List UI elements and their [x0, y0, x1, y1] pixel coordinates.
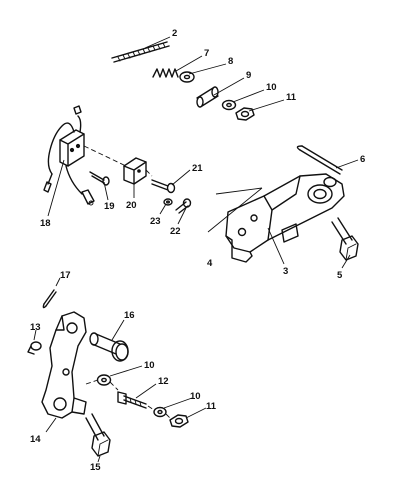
- lock-nut-11-top: [235, 107, 255, 121]
- callout-10-top: 10: [266, 82, 277, 93]
- screw-19: [89, 171, 110, 186]
- cotter-pin-17: [42, 289, 57, 309]
- callout-9: 9: [246, 70, 251, 81]
- callout-15: 15: [90, 462, 101, 473]
- callout-17: 17: [60, 270, 71, 281]
- spring: [152, 68, 179, 78]
- washer-10-lower: [153, 406, 167, 418]
- main-bracket: [225, 173, 345, 263]
- callout-3: 3: [283, 266, 288, 277]
- callout-6: 6: [360, 154, 365, 165]
- callout-19: 19: [104, 201, 115, 212]
- lock-nut-11-lower: [169, 414, 189, 428]
- switch-assembly: [43, 105, 95, 206]
- washer-10-middle: [96, 374, 112, 386]
- leader-lines: [33, 36, 359, 463]
- callout-16: 16: [124, 310, 135, 321]
- washer-8: [179, 71, 195, 83]
- bracket-20: [123, 157, 147, 185]
- pivot-pin-16: [89, 332, 129, 362]
- washer-23: [163, 198, 173, 206]
- callout-23: 23: [150, 216, 161, 227]
- callout-10-lower: 10: [190, 391, 201, 402]
- callout-20: 20: [126, 200, 137, 211]
- callout-18: 18: [40, 218, 51, 229]
- callout-4: 4: [207, 258, 213, 269]
- callout-12: 12: [158, 376, 169, 387]
- callout-11-lower: 11: [206, 401, 217, 412]
- alignment-line-switch: [83, 145, 153, 177]
- callout-21: 21: [192, 163, 203, 174]
- clip-13: [27, 341, 42, 355]
- callout-5: 5: [337, 270, 343, 281]
- spacer-sleeve: [196, 86, 219, 108]
- cotter-pin-6: [296, 145, 343, 175]
- callout-22: 22: [170, 226, 181, 237]
- callout-8: 8: [228, 56, 233, 67]
- callout-13: 13: [30, 322, 41, 333]
- screw-22: [175, 198, 192, 214]
- stud-12: [117, 391, 147, 409]
- callout-10-middle: 10: [144, 360, 155, 371]
- callout-14: 14: [30, 434, 41, 445]
- callout-7: 7: [204, 48, 209, 59]
- screw-21: [151, 179, 176, 194]
- callout-labels: 2 7 8 9 10 11 6 4 3 5 18 19 20 21 23 22 …: [30, 28, 365, 473]
- threaded-stud: [111, 41, 170, 63]
- bolt-5: [331, 217, 359, 261]
- washer-10-top: [221, 99, 237, 111]
- callout-2: 2: [172, 28, 177, 39]
- callout-11-top: 11: [286, 92, 297, 103]
- bolt-15: [85, 413, 111, 457]
- throttle-arm: [41, 311, 87, 419]
